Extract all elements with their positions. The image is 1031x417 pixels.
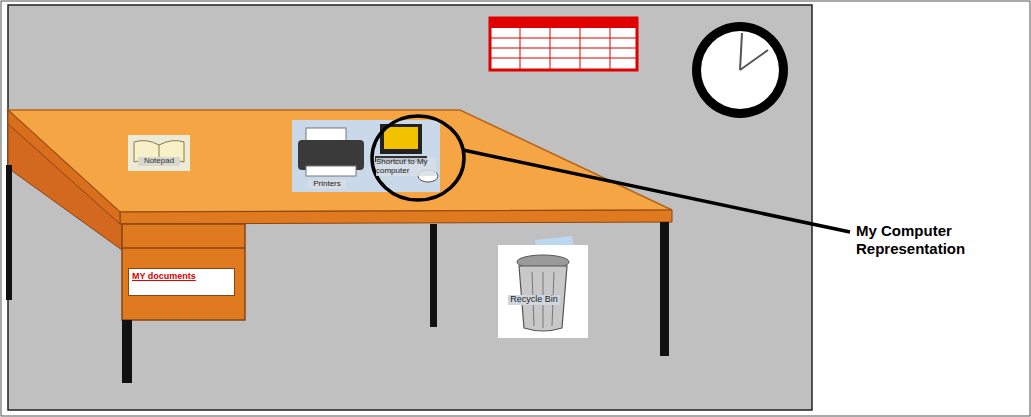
printers-icon: Printers xyxy=(292,120,374,192)
calendar-grid xyxy=(490,28,637,70)
wall-calendar xyxy=(490,18,637,70)
drawer-label: MY documents xyxy=(128,268,235,296)
calendar-header xyxy=(490,18,637,28)
desk-leg xyxy=(6,165,12,300)
notepad-icon: Notepad xyxy=(128,135,190,171)
leader-line xyxy=(463,150,850,232)
desk-left-edge xyxy=(8,110,120,224)
desk-top xyxy=(8,110,672,212)
monitor-screen xyxy=(384,127,418,149)
grid-line xyxy=(520,28,521,70)
icon-caption: Notepad xyxy=(138,157,180,166)
desk-leg xyxy=(660,222,669,356)
drawer-divider xyxy=(122,247,245,249)
grid-line xyxy=(580,28,581,70)
callout-label: My Computer Representation xyxy=(856,222,1028,258)
icon-caption: Printers xyxy=(308,180,346,189)
recycle-bin-icon: Recycle Bin xyxy=(498,245,588,338)
clock-face xyxy=(701,31,779,109)
desk-drawer xyxy=(122,224,245,320)
grid-line xyxy=(490,58,637,59)
icon-caption: Shortcut to My computer xyxy=(376,158,436,176)
my-computer-icon: Shortcut to My computer xyxy=(374,118,440,190)
desk-front-edge xyxy=(120,210,672,224)
desk-leg xyxy=(122,320,132,383)
icon-caption: MY documents xyxy=(132,272,232,282)
notepad-icon-panel xyxy=(128,135,190,171)
printer-tray xyxy=(306,166,356,176)
recycle-bin-panel xyxy=(498,245,588,338)
room-wall xyxy=(8,5,812,410)
clock-hand xyxy=(740,33,742,70)
callout-circle xyxy=(372,116,464,200)
printer-paper xyxy=(306,128,346,142)
printer-computer-panel xyxy=(292,120,440,192)
grid-line xyxy=(550,28,551,70)
grid-line xyxy=(490,48,637,49)
desk-leg xyxy=(430,224,437,327)
icon-caption: Recycle Bin xyxy=(508,295,560,305)
clock-hand xyxy=(740,50,768,70)
grid-line xyxy=(610,28,611,70)
clock-rim xyxy=(692,22,788,118)
grid-line xyxy=(490,38,637,39)
